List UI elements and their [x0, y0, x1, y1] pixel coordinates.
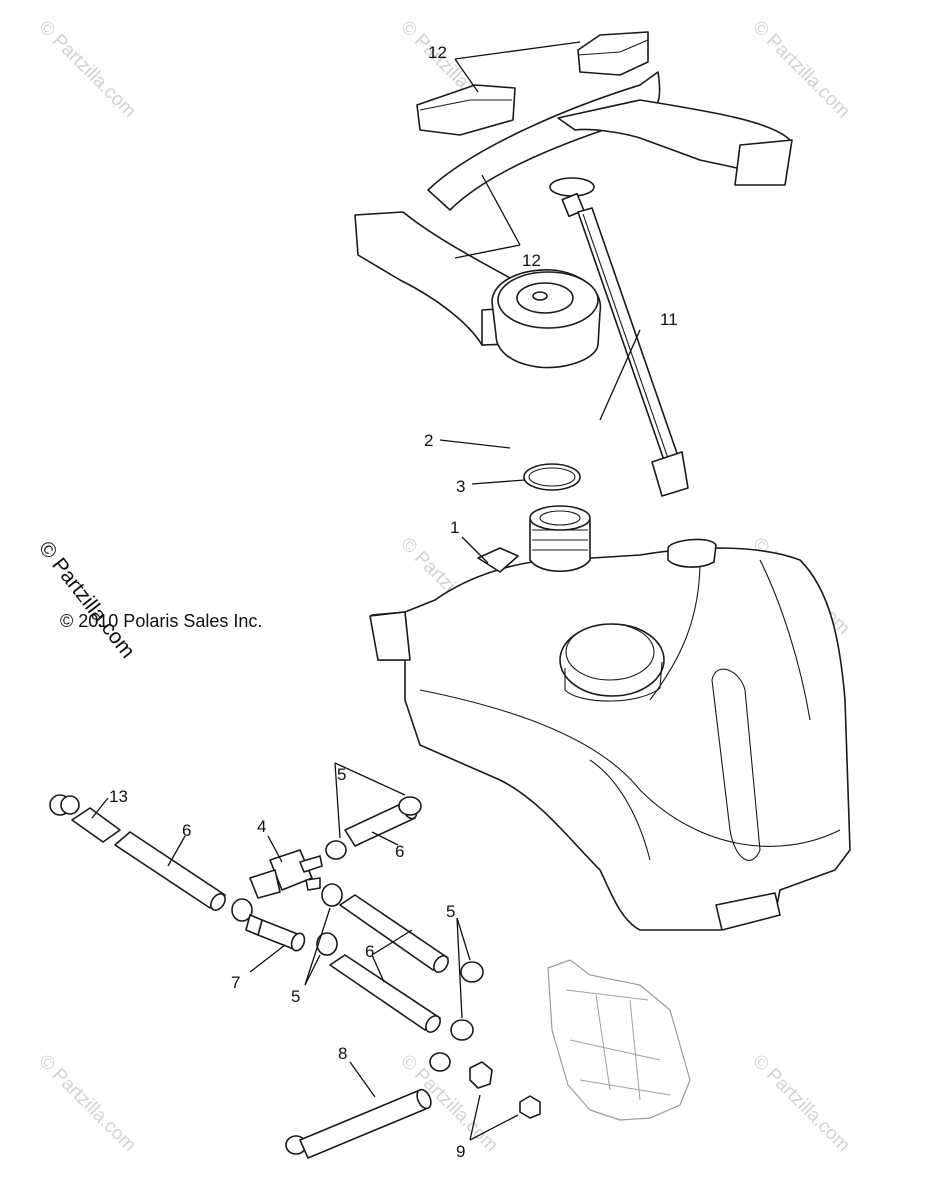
callout-9: 9	[456, 1142, 465, 1161]
watermark: © Partzilla.com	[748, 1051, 853, 1156]
part-13-clamp	[49, 794, 80, 816]
part-10-fuel-sender	[549, 177, 689, 497]
callout-6: 6	[182, 821, 191, 840]
callout-7: 7	[231, 973, 240, 992]
watermark-overlay: © Partzilla.com	[34, 537, 139, 663]
callout-6: 6	[365, 942, 374, 961]
callout-5: 5	[291, 987, 300, 1006]
callout-labels: 12 12 11 2 3 1 13 6 4 5 6 5 6 7 5 8 9	[109, 43, 678, 1161]
callout-3: 3	[456, 477, 465, 496]
part-9-nut	[469, 1061, 541, 1119]
watermark: © Partzilla.com	[34, 17, 139, 122]
part-7-fitting	[245, 914, 306, 952]
callout-4: 4	[257, 817, 266, 836]
callout-12: 12	[428, 43, 447, 62]
callout-5: 5	[337, 765, 346, 784]
callout-8: 8	[338, 1044, 347, 1063]
part-4-shutoff-valve	[249, 849, 323, 899]
part-12-foam-block	[416, 31, 649, 136]
fuel-pump	[547, 959, 691, 1121]
part-6-hose	[329, 954, 441, 1033]
part-2-fuel-cap	[491, 269, 602, 369]
part-8-hose	[299, 1088, 432, 1159]
watermark: © Partzilla.com	[748, 17, 853, 122]
callout-1: 1	[450, 518, 459, 537]
part-3-gasket	[523, 463, 581, 491]
callout-10: 11	[660, 310, 678, 329]
watermark: © Partzilla.com	[34, 1051, 139, 1156]
callout-11: 12	[522, 251, 541, 270]
hose-short	[71, 807, 121, 843]
part-5-clamp	[231, 796, 484, 1155]
part-6-hose	[339, 894, 449, 973]
part-1-fuel-tank	[369, 505, 851, 931]
callout-5: 5	[446, 902, 455, 921]
callout-2: 2	[424, 431, 433, 450]
part-11-foam-pad	[354, 71, 793, 346]
callout-6: 6	[395, 842, 404, 861]
callout-13: 13	[109, 787, 128, 806]
copyright-text: © 2010 Polaris Sales Inc.	[60, 611, 262, 631]
part-6-hose	[114, 831, 226, 911]
leader-lines	[91, 41, 641, 1141]
